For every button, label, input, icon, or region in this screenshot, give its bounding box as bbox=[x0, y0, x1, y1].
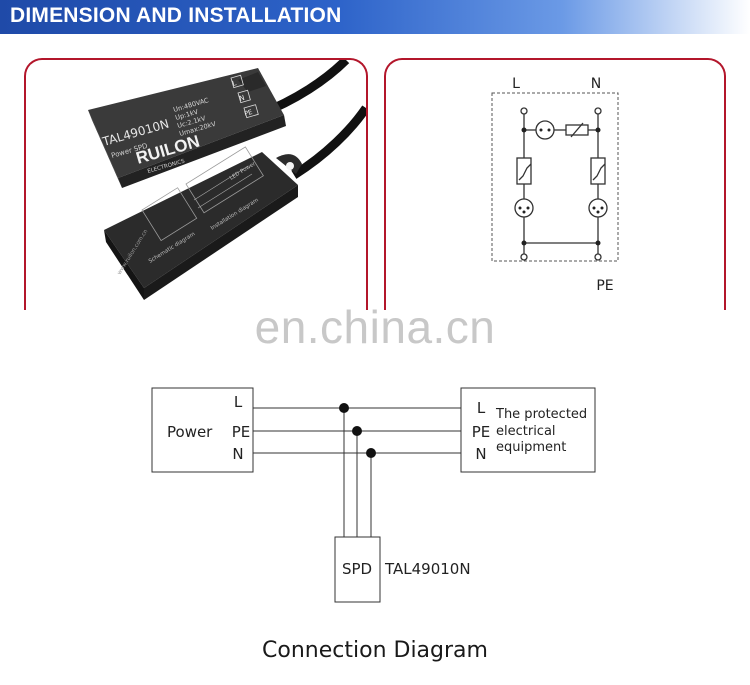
equipment-terminal-n: N bbox=[475, 445, 486, 463]
junction-dots bbox=[339, 403, 376, 458]
schematic-wiring bbox=[514, 107, 608, 261]
cable-bottom bbox=[291, 105, 366, 179]
equipment-desc-line2: electrical bbox=[496, 424, 556, 439]
spd-box bbox=[334, 536, 381, 603]
header-banner: DIMENSION AND INSTALLATION bbox=[0, 0, 750, 34]
terminal-n-label: N bbox=[238, 94, 245, 103]
equipment-desc-line3: equipment bbox=[496, 440, 566, 455]
equipment-box bbox=[460, 387, 596, 473]
schematic-label-n: N bbox=[591, 76, 601, 92]
equipment-terminal-pe: PE bbox=[472, 423, 491, 441]
schematic-label-l: L bbox=[512, 76, 520, 92]
product-photo: TAL49010N Power SPD Un:480VAC Up:1kV Uc:… bbox=[88, 60, 366, 300]
power-terminal-n: N bbox=[232, 445, 243, 463]
power-terminal-pe: PE bbox=[232, 423, 251, 441]
header-background bbox=[0, 0, 750, 34]
power-terminal-l: L bbox=[234, 393, 243, 411]
schematic-panel: L N bbox=[384, 58, 726, 310]
connection-diagram: L Power PE N L PE N The protected electr… bbox=[151, 387, 596, 603]
power-label: Power bbox=[167, 423, 213, 441]
equipment-terminal-l: L bbox=[477, 399, 486, 417]
schematic-border bbox=[491, 92, 619, 262]
terminal-l-label: L bbox=[231, 79, 237, 88]
terminal-pe-label: PE bbox=[243, 108, 253, 118]
spd-label: SPD bbox=[342, 560, 372, 578]
equipment-desc-line1: The protected bbox=[495, 407, 587, 422]
watermark: en.china.cn bbox=[254, 301, 496, 353]
product-photo-panel: TAL49010N Power SPD Un:480VAC Up:1kV Uc:… bbox=[24, 58, 368, 310]
spd-model: TAL49010N bbox=[384, 560, 471, 578]
diagram-caption: Connection Diagram bbox=[262, 638, 488, 663]
schematic-dots bbox=[518, 127, 604, 246]
internal-schematic: L N bbox=[491, 76, 619, 294]
device-top: TAL49010N Power SPD Un:480VAC Up:1kV Uc:… bbox=[88, 68, 286, 188]
page-title: DIMENSION AND INSTALLATION bbox=[10, 4, 342, 27]
schematic-label-pe: PE bbox=[596, 278, 613, 294]
power-box bbox=[151, 387, 254, 473]
device-bottom: Schematic diagram LED Power Installation… bbox=[104, 146, 302, 300]
